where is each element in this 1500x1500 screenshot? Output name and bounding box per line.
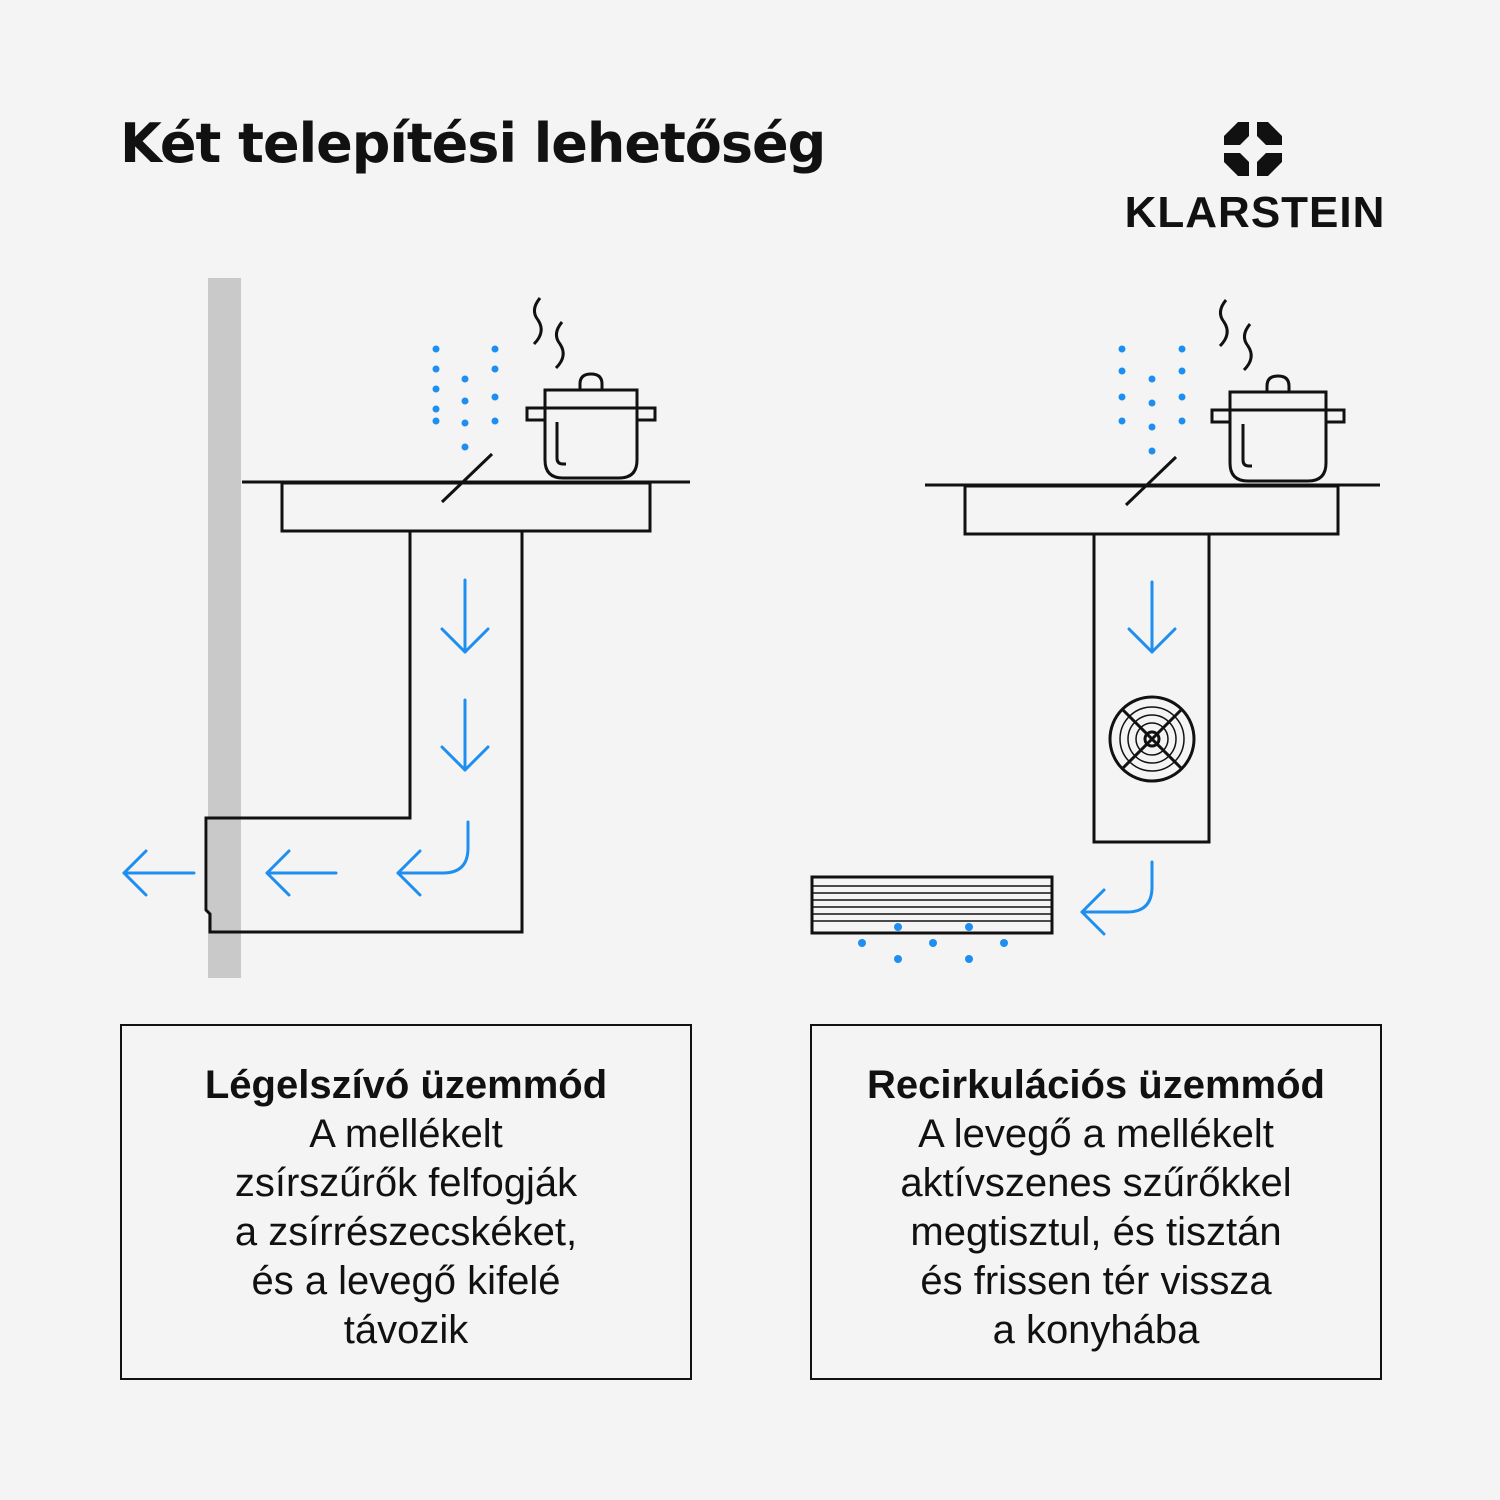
recirculation-mode-box: Recirkulációs üzemmód A levegő a melléke…	[810, 1024, 1382, 1380]
right-vent-slot	[1124, 455, 1178, 507]
recirculation-mode-text-line: a konyhába	[992, 1308, 1200, 1352]
extraction-mode-text-line: a zsírrészecskéket,	[234, 1210, 578, 1254]
left-steam-icon	[532, 297, 565, 370]
arrow-curve-left-icon	[1080, 860, 1154, 936]
left-vent-slot	[440, 452, 494, 504]
extraction-mode-text-line: zsírszűrők felfogják	[234, 1161, 578, 1205]
left-duct	[204, 531, 524, 934]
arrow-left-icon	[122, 849, 196, 897]
extraction-mode-text-line: A mellékelt	[309, 1112, 503, 1156]
recirculation-mode-heading: Recirkulációs üzemmód	[867, 1063, 1325, 1107]
left-pot-icon	[525, 372, 657, 480]
arrow-curve-left-icon	[396, 820, 470, 897]
right-duct	[1092, 534, 1211, 844]
recirculation-mode-text-line: megtisztul, és tisztán	[910, 1210, 1282, 1254]
wall	[208, 278, 241, 978]
installation-diagram	[122, 278, 1380, 978]
filter-clean-air-dots	[858, 923, 1008, 963]
recirculation-mode-text-line: és frissen tér vissza	[920, 1259, 1272, 1303]
recirculation-mode-text-line: A levegő a mellékelt	[918, 1112, 1274, 1156]
arrow-down-icon	[440, 578, 490, 654]
right-steam-icon	[1218, 299, 1253, 372]
brand-logo: KLARSTEIN	[1120, 118, 1390, 248]
octagon-diamond-icon	[1220, 118, 1286, 180]
arrow-down-icon	[440, 698, 490, 772]
left-hob-unit	[280, 481, 652, 533]
brand-name: KLARSTEIN	[1124, 188, 1386, 237]
page-title: Két telepítési lehetőség	[120, 112, 826, 175]
right-pot-icon	[1210, 374, 1346, 483]
right-hob-unit	[963, 484, 1340, 536]
recirculation-filter-grille	[810, 875, 1054, 935]
left-air-dots	[432, 345, 499, 451]
arrow-down-icon	[1127, 580, 1177, 654]
extraction-mode-heading: Légelszívó üzemmód	[204, 1063, 608, 1107]
extraction-mode-text-line: távozik	[343, 1308, 469, 1352]
arrow-left-icon	[265, 849, 338, 897]
fan-icon	[1108, 695, 1196, 783]
extraction-mode-box: Légelszívó üzemmód A mellékelt zsírszűrő…	[120, 1024, 692, 1380]
extraction-mode-text-line: és a levegő kifelé	[251, 1259, 561, 1303]
right-air-dots	[1118, 345, 1186, 455]
recirculation-mode-text-line: aktívszenes szűrőkkel	[900, 1161, 1292, 1205]
